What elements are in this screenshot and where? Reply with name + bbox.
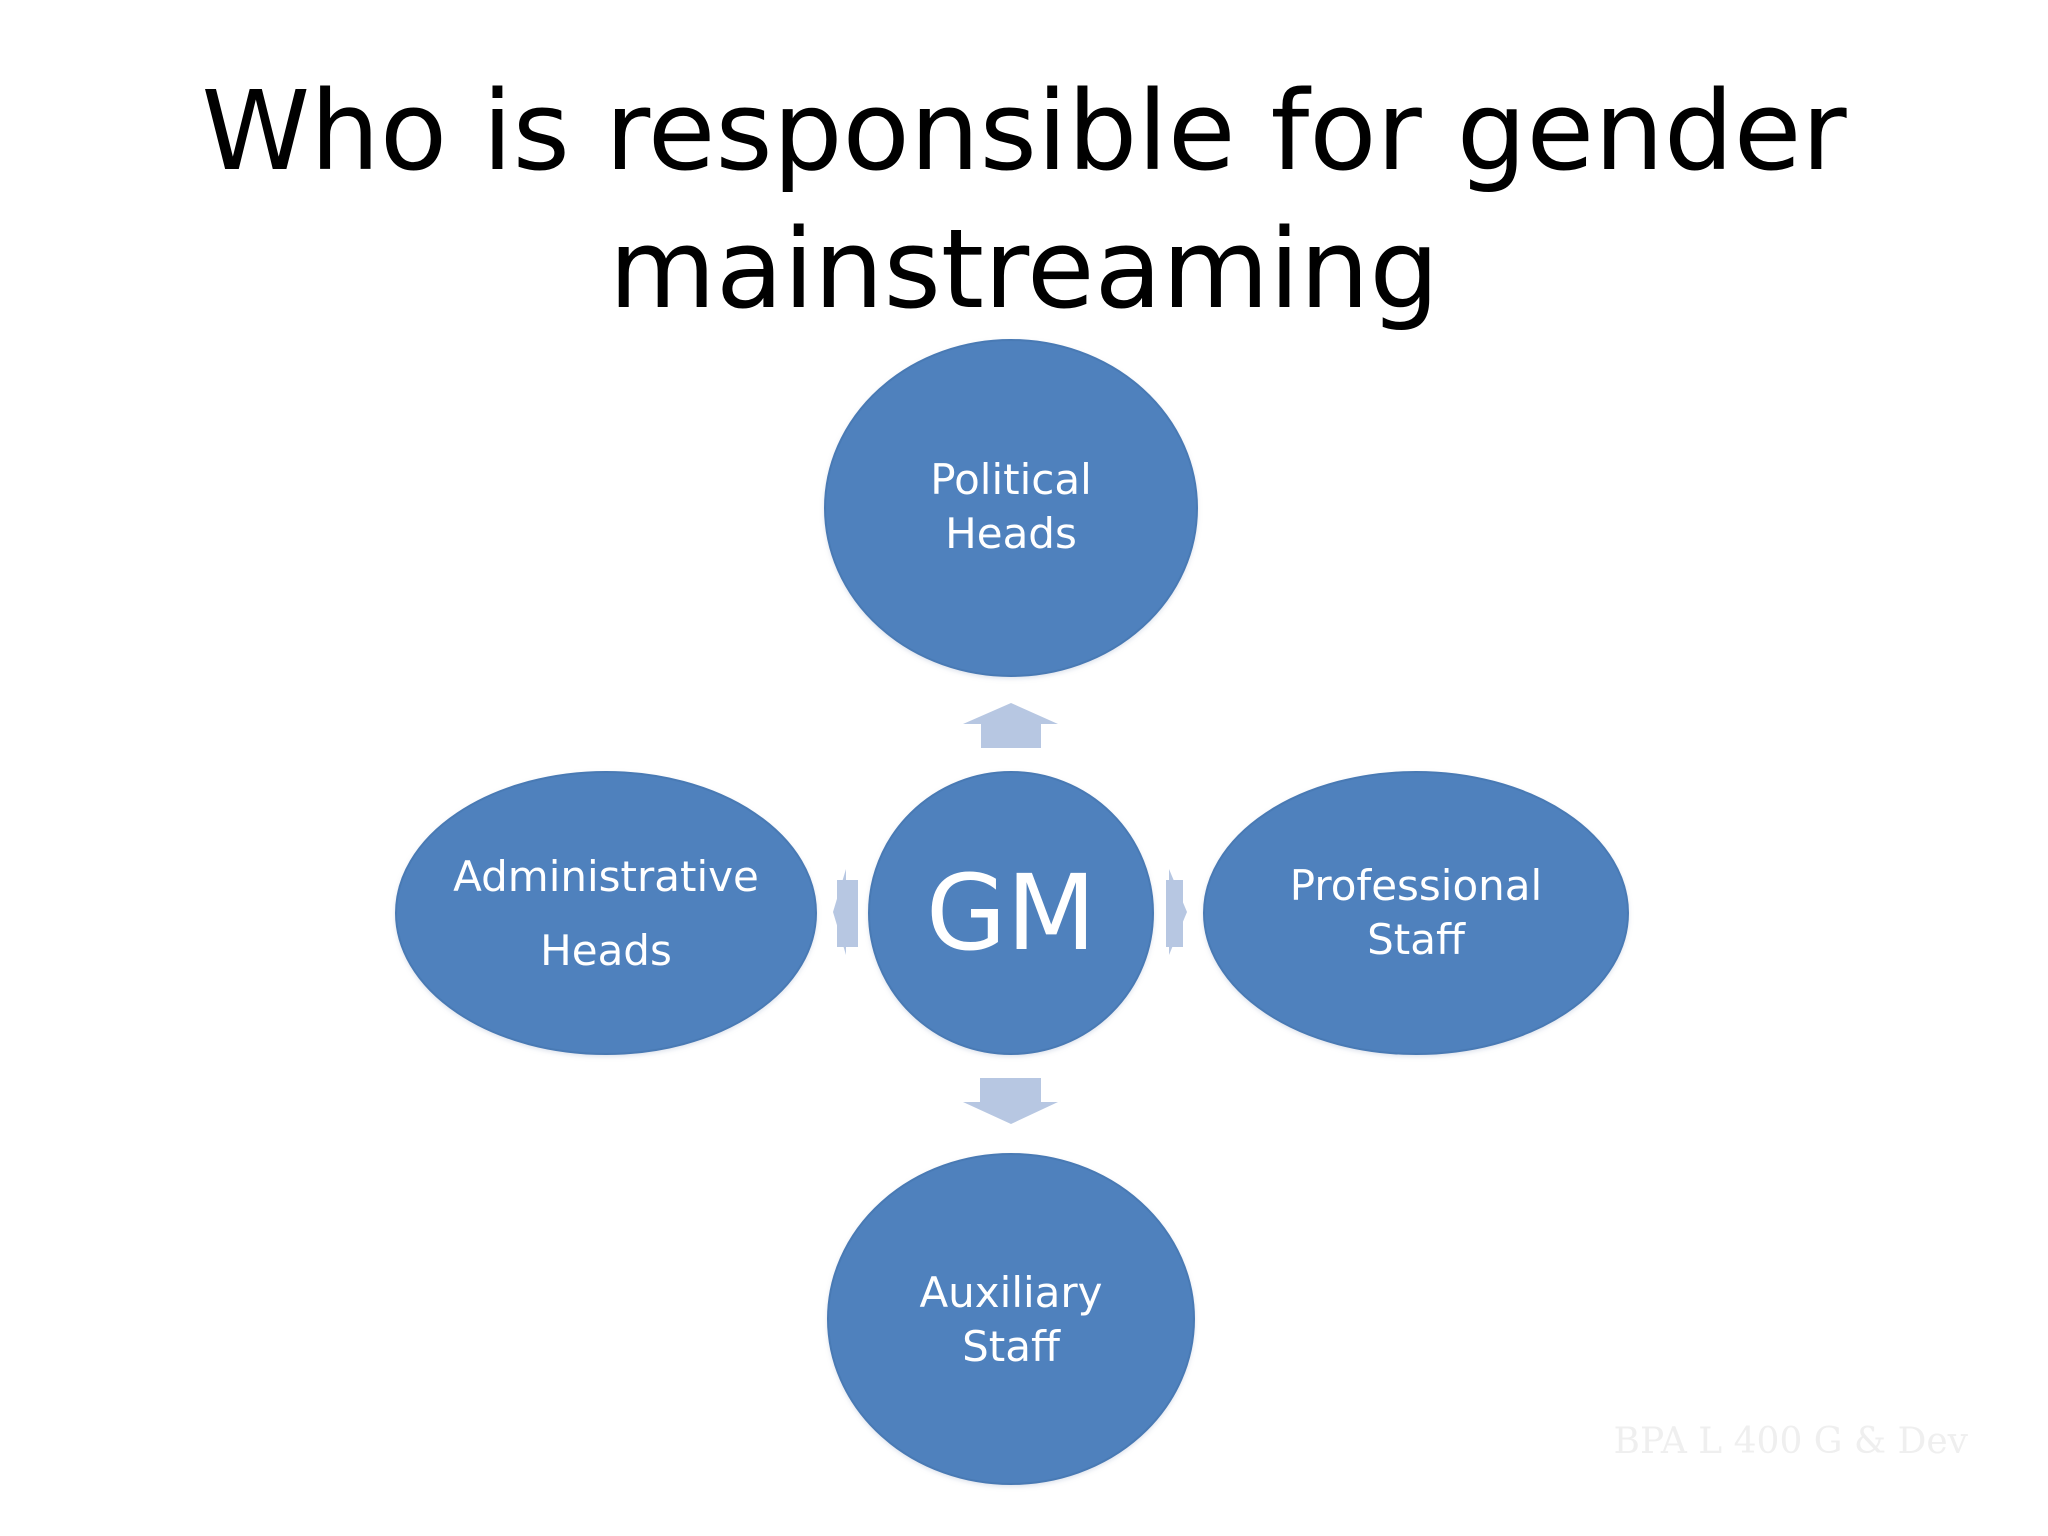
political-heads-node <box>824 339 1198 677</box>
page-title: Who is responsible for gender mainstream… <box>0 62 2048 338</box>
auxiliary-staff-line-1: Auxiliary <box>919 1268 1103 1317</box>
political-heads-line-2: Heads <box>945 509 1077 558</box>
gm-center-label: GM <box>889 853 1133 973</box>
professional-staff-label: Professional Staff <box>1256 859 1576 967</box>
arrow-right-shaft-icon <box>1166 880 1183 947</box>
administrative-heads-line-1: Administrative <box>453 852 759 901</box>
arrow-left-shaft-icon <box>837 880 858 947</box>
professional-staff-node <box>1203 771 1629 1055</box>
title-line-1: Who is responsible for gender <box>201 67 1847 195</box>
gm-center-node <box>868 771 1154 1055</box>
administrative-heads-node <box>395 771 817 1055</box>
administrative-heads-label: Administrative Heads <box>441 840 771 988</box>
political-heads-label: Political Heads <box>889 453 1133 561</box>
auxiliary-staff-line-2: Staff <box>962 1322 1060 1371</box>
political-heads-line-1: Political <box>930 455 1092 504</box>
professional-staff-line-1: Professional <box>1289 861 1543 910</box>
professional-staff-line-2: Staff <box>1367 915 1465 964</box>
title-line-2: mainstreaming <box>608 205 1440 333</box>
administrative-heads-line-2: Heads <box>540 926 672 975</box>
gm-center-text: GM <box>925 852 1097 974</box>
slide-footer: BPA L 400 G & Dev <box>1613 1421 1968 1462</box>
arrow-down-icon <box>963 1078 1058 1124</box>
auxiliary-staff-label: Auxiliary Staff <box>889 1266 1133 1374</box>
auxiliary-staff-node <box>827 1153 1195 1485</box>
arrow-up-icon <box>963 703 1058 748</box>
